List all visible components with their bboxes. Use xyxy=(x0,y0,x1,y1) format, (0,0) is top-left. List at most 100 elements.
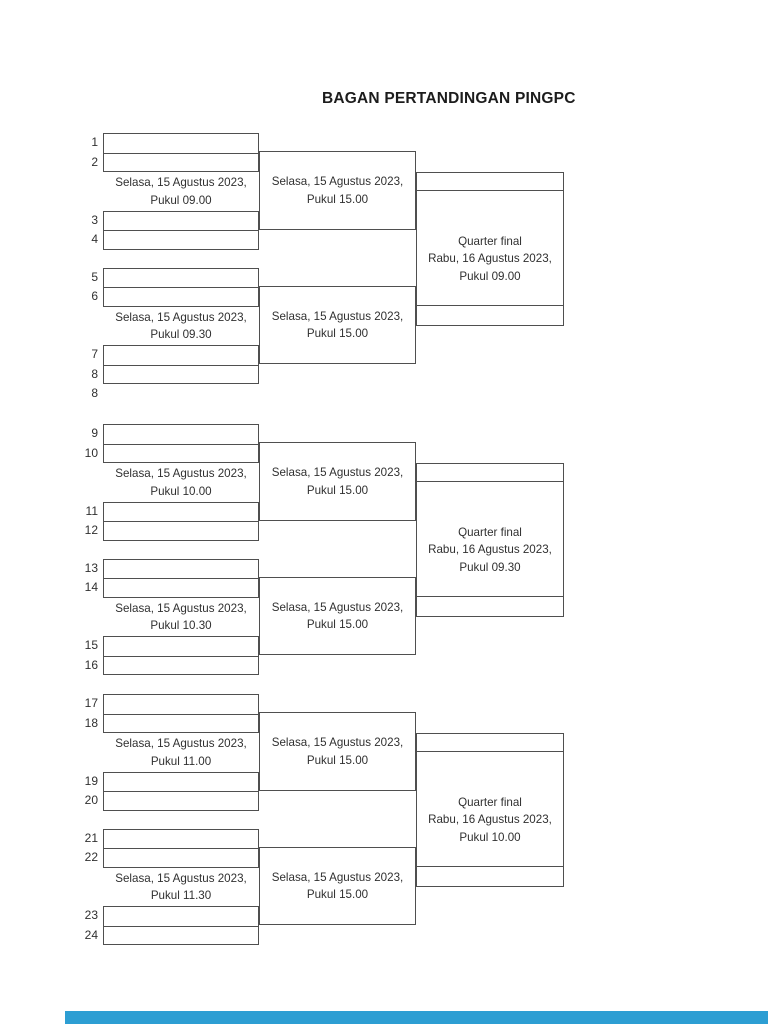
schedule-line: Rabu, 16 Agustus 2023, xyxy=(428,252,552,265)
player-slot-box xyxy=(104,830,258,849)
round2-schedule-label: Selasa, 15 Agustus 2023, Pukul 15.00 xyxy=(259,308,416,343)
player-slot-box xyxy=(104,503,258,522)
quarterfinal-winner-slot-top xyxy=(416,733,564,753)
player-slot-box xyxy=(104,715,258,733)
schedule-line: Pukul 15.00 xyxy=(306,753,369,767)
slot-number-label: 7 xyxy=(91,347,98,361)
slot-number-label: 3 xyxy=(91,212,98,227)
schedule-line: Pukul 15.00 xyxy=(306,888,369,902)
player-slot-box xyxy=(104,231,258,249)
schedule-line: Pukul 15.00 xyxy=(306,618,369,632)
schedule-line: Quarter final xyxy=(458,795,522,809)
match-pair-box xyxy=(103,694,259,733)
player-slot-box xyxy=(104,288,258,306)
slot-number-label: 8 xyxy=(91,386,98,400)
schedule-line: Quarter final xyxy=(458,234,522,248)
slot-number-label: 11 xyxy=(85,503,98,518)
schedule-line: Pukul 09.00 xyxy=(459,269,521,283)
round2-match-box xyxy=(259,442,416,521)
schedule-line: Selasa, 15 Agustus 2023, xyxy=(115,467,247,480)
player-slot-box xyxy=(104,346,258,366)
slot-number-label: 23 xyxy=(84,908,98,922)
schedule-line: Pukul 15.00 xyxy=(306,327,369,341)
slot-number-label: 9 xyxy=(91,426,98,440)
slot-number-label: 18 xyxy=(84,715,98,730)
player-slot-box xyxy=(104,579,258,597)
schedule-line: Selasa, 15 Agustus 2023, xyxy=(115,310,247,324)
round2-schedule-label: Selasa, 15 Agustus 2023, Pukul 15.00 xyxy=(259,464,416,499)
match-pair-box xyxy=(103,133,259,172)
slot-number-label: 6 xyxy=(91,289,98,303)
schedule-line: Pukul 15.00 xyxy=(306,483,369,497)
round2-match-box xyxy=(259,151,416,230)
schedule-line: Pukul 11.00 xyxy=(150,754,212,768)
player-slot-box xyxy=(104,773,258,792)
player-slot-box xyxy=(104,907,258,927)
match-pair-box xyxy=(103,771,259,811)
match-pair-box xyxy=(103,501,259,541)
schedule-line: Selasa, 15 Agustus 2023, xyxy=(115,176,247,189)
match-pair-box xyxy=(103,267,259,307)
slot-number-label: 15 xyxy=(84,638,98,652)
match-pair-box xyxy=(103,210,259,250)
schedule-line: Selasa, 15 Agustus 2023, xyxy=(271,736,404,750)
schedule-line: Selasa, 15 Agustus 2023, xyxy=(115,737,247,750)
slot-number-label: 13 xyxy=(84,560,98,575)
page-title: BAGAN PERTANDINGAN PINGPC xyxy=(322,90,576,107)
round2-schedule-label: Selasa, 15 Agustus 2023, Pukul 15.00 xyxy=(259,599,416,634)
slot-number-label: 21 xyxy=(84,830,98,845)
slot-number-label: 5 xyxy=(91,269,98,284)
schedule-line: Selasa, 15 Agustus 2023, xyxy=(271,600,404,614)
match-pair-box xyxy=(103,906,259,945)
slot-number-label: 2 xyxy=(91,154,98,169)
slot-number-label: 19 xyxy=(84,773,98,788)
quarterfinal-box xyxy=(416,751,564,868)
schedule-line: Pukul 10.00 xyxy=(150,484,212,498)
round1-schedule-label: Selasa, 15 Agustus 2023,Pukul 11.30 xyxy=(103,870,259,905)
match-pair-box xyxy=(103,424,259,463)
schedule-line: Pukul 09.30 xyxy=(459,560,521,574)
player-slot-box xyxy=(104,522,258,540)
schedule-line: Quarter final xyxy=(458,525,522,539)
slot-number-label: 1 xyxy=(91,135,98,149)
schedule-line: Pukul 09.00 xyxy=(150,193,212,207)
player-slot-box xyxy=(104,695,258,715)
schedule-line: Pukul 11.30 xyxy=(150,889,212,902)
schedule-line: Pukul 10.30 xyxy=(150,619,212,632)
quarterfinal-winner-slot-bottom xyxy=(416,305,564,326)
round2-match-box xyxy=(259,712,416,791)
player-slot-box xyxy=(104,927,258,945)
slot-number-label: 24 xyxy=(84,927,98,942)
slot-number-label: 12 xyxy=(84,523,98,537)
round1-schedule-label: Selasa, 15 Agustus 2023, Pukul 09.00 xyxy=(103,174,259,209)
round2-schedule-label: Selasa, 15 Agustus 2023, Pukul 15.00 xyxy=(259,869,416,904)
slot-number-label: 16 xyxy=(84,657,98,672)
match-pair-box xyxy=(103,636,259,675)
round1-schedule-label: Selasa, 15 Agustus 2023, Pukul 10.00 xyxy=(103,465,259,500)
round2-match-box xyxy=(259,846,416,926)
player-slot-box xyxy=(104,154,258,172)
round2-schedule-label: Selasa, 15 Agustus 2023, Pukul 15.00 xyxy=(259,734,416,769)
schedule-line: Selasa, 15 Agustus 2023, xyxy=(271,309,404,323)
schedule-line: Selasa, 15 Agustus 2023, xyxy=(271,870,404,884)
schedule-line: Pukul 09.30 xyxy=(150,328,212,341)
slot-number-label: 10 xyxy=(84,445,98,460)
quarterfinal-winner-slot-top xyxy=(416,172,564,192)
slot-number-label: 8 xyxy=(91,366,98,381)
schedule-line: Selasa, 15 Agustus 2023, xyxy=(271,175,404,189)
player-slot-box xyxy=(104,425,258,445)
player-slot-box xyxy=(104,560,258,579)
match-pair-box xyxy=(103,558,259,598)
slot-number-label: 14 xyxy=(84,580,98,594)
round1-schedule-label: Selasa, 15 Agustus 2023,Pukul 10.30 xyxy=(103,600,259,635)
player-slot-box xyxy=(104,134,258,154)
schedule-line: Selasa, 15 Agustus 2023, xyxy=(271,466,404,480)
round2-schedule-label: Selasa, 15 Agustus 2023,Pukul 15.00 xyxy=(259,173,416,208)
player-slot-box xyxy=(104,849,258,867)
slot-number-label: 4 xyxy=(91,232,98,246)
slot-number-label: 20 xyxy=(84,793,98,807)
